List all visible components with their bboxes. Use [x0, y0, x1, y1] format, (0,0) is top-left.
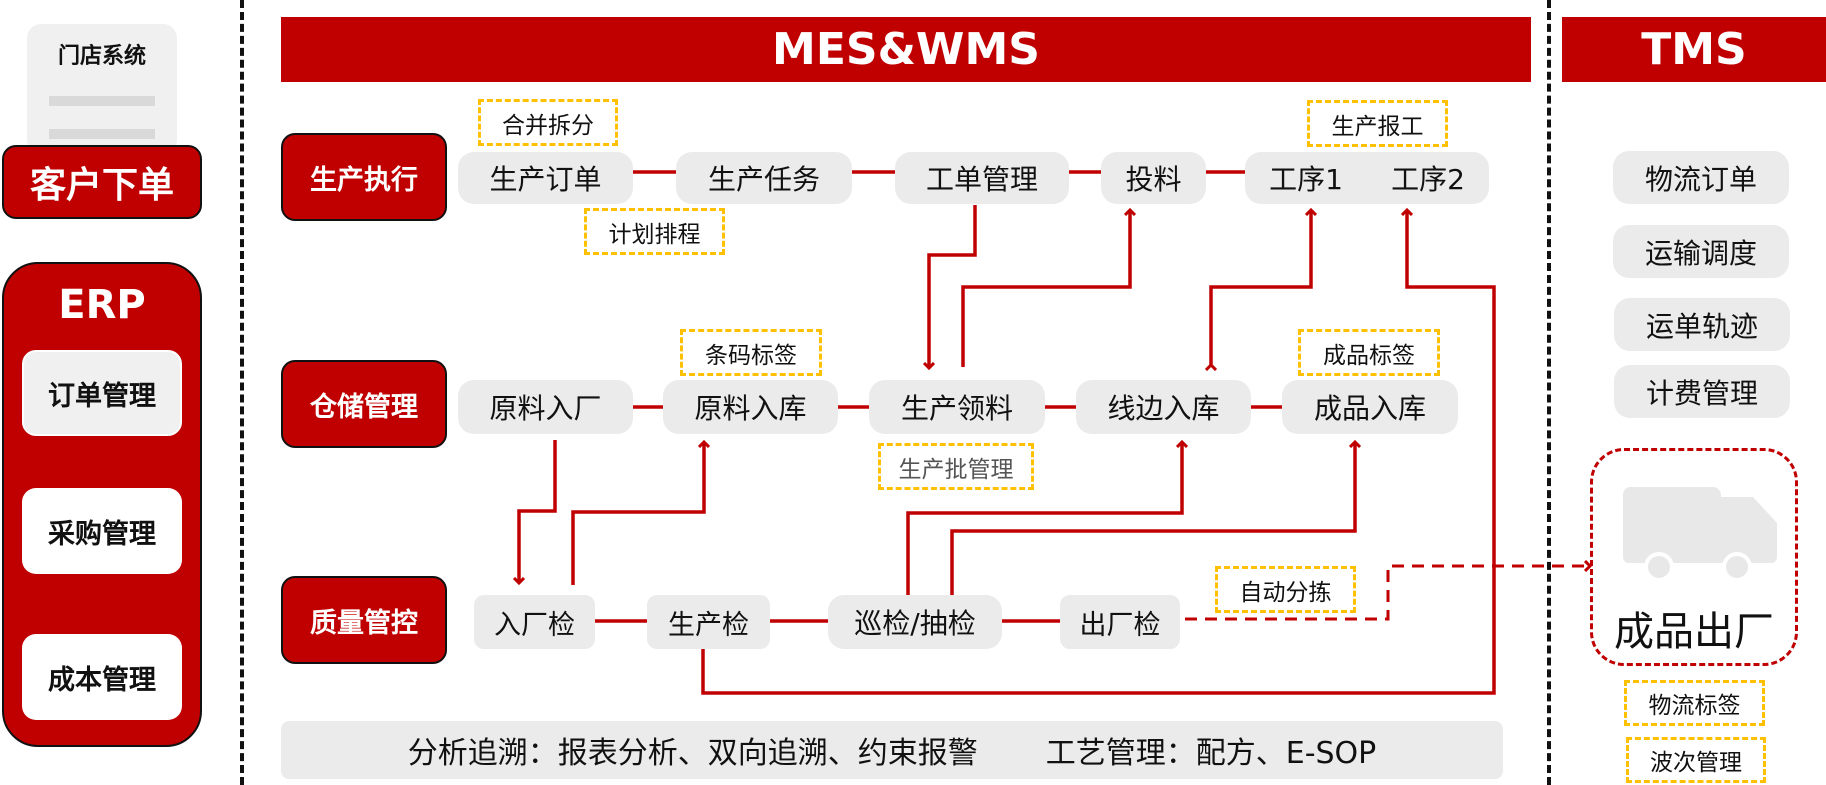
tag-production-report: 生产报工: [1307, 100, 1448, 147]
arrow-outqc-to-finished: [1165, 566, 1590, 621]
customer-order-button[interactable]: 客户下单: [2, 145, 202, 219]
erp-item-cost-management[interactable]: 成本管理: [22, 634, 182, 720]
tag-merge-split: 合并拆分: [478, 99, 618, 146]
store-system-title: 门店系统: [57, 44, 146, 69]
node-lineside-stock-in[interactable]: 线边入库: [1076, 380, 1251, 434]
erp-item-label: 成本管理: [48, 664, 156, 696]
process-management-text: 工艺管理：配方、E-SOP: [1045, 736, 1377, 771]
tag-barcode-label: 条码标签: [680, 329, 822, 376]
tms-item-transport-dispatch[interactable]: 运输调度: [1613, 225, 1789, 278]
mes-wms-header: MES&WMS: [281, 17, 1531, 82]
node-finished-stock-in[interactable]: 成品入库: [1282, 380, 1458, 434]
tag-batch-management: 生产批管理: [878, 443, 1034, 490]
node-production-inspection[interactable]: 生产检: [647, 595, 770, 649]
erp-item-label: 订单管理: [48, 380, 156, 412]
arrow-rawin-to-incomingqc: [519, 440, 557, 583]
analysis-traceability-text: 分析追溯：报表分析、双向追溯、约束报警: [407, 736, 978, 771]
arrow-prodqc-to-process2: [701, 210, 1496, 695]
arrow-pick-to-feed: [961, 210, 1130, 367]
node-production-order[interactable]: 生产订单: [458, 152, 633, 204]
arrow-lineside-process1: [1211, 210, 1311, 365]
tag-finished-label: 成品标签: [1298, 329, 1440, 376]
erp-title: ERP: [58, 282, 146, 328]
node-incoming-inspection[interactable]: 入厂检: [474, 595, 595, 649]
finished-goods-out-label: 成品出厂: [1614, 609, 1774, 655]
node-raw-material-arrival[interactable]: 原料入厂: [458, 380, 633, 434]
node-feeding[interactable]: 投料: [1101, 152, 1206, 204]
store-system-card: 门店系统: [27, 24, 177, 154]
node-work-order[interactable]: 工单管理: [895, 152, 1069, 204]
tms-item-waybill-tracking[interactable]: 运单轨迹: [1614, 298, 1790, 351]
tms-item-billing-management[interactable]: 计费管理: [1614, 365, 1790, 418]
category-warehouse-management: 仓储管理: [281, 360, 447, 448]
tag-logistics-label: 物流标签: [1624, 680, 1765, 726]
erp-item-order-management[interactable]: 订单管理: [22, 350, 182, 436]
separator-right: [1547, 0, 1551, 785]
category-production-execution: 生产执行: [281, 133, 447, 221]
node-process-2[interactable]: 工序2: [1391, 163, 1465, 196]
tag-wave-management: 波次管理: [1626, 737, 1766, 783]
finished-goods-out-card[interactable]: 成品出厂: [1590, 448, 1798, 666]
tms-item-logistics-order[interactable]: 物流订单: [1613, 151, 1789, 204]
arrow-workorder-to-pick: [929, 205, 977, 368]
node-material-picking[interactable]: 生产领料: [869, 380, 1045, 434]
tag-auto-sorting: 自动分拣: [1215, 566, 1356, 613]
analysis-bar: 分析追溯：报表分析、双向追溯、约束报警 工艺管理：配方、E-SOP: [281, 721, 1503, 779]
erp-item-label: 采购管理: [48, 518, 156, 550]
category-quality-control: 质量管控: [281, 576, 447, 664]
node-production-task[interactable]: 生产任务: [676, 152, 852, 204]
tms-header: TMS: [1562, 17, 1826, 82]
separator-left: [240, 0, 244, 785]
arrow-incomingqc-to-rawstock: [571, 442, 704, 585]
arrow-patrol-to-fgstock: [950, 442, 1355, 595]
arrow-patrol-to-lineside: [906, 442, 1182, 595]
truck-icon: [1622, 487, 1777, 582]
placeholder-line: [49, 129, 155, 139]
tag-planning-scheduling: 计划排程: [584, 208, 725, 255]
node-outgoing-inspection[interactable]: 出厂检: [1060, 595, 1180, 649]
node-process-1[interactable]: 工序1: [1269, 163, 1343, 196]
erp-item-purchase-management[interactable]: 采购管理: [22, 488, 182, 574]
erp-panel: ERP 订单管理 采购管理 成本管理: [2, 262, 202, 747]
node-process-group: 工序1 工序2: [1245, 152, 1489, 204]
node-patrol-sampling-inspection[interactable]: 巡检/抽检: [828, 595, 1002, 649]
node-raw-material-stock-in[interactable]: 原料入库: [663, 380, 838, 434]
placeholder-line: [49, 96, 155, 106]
